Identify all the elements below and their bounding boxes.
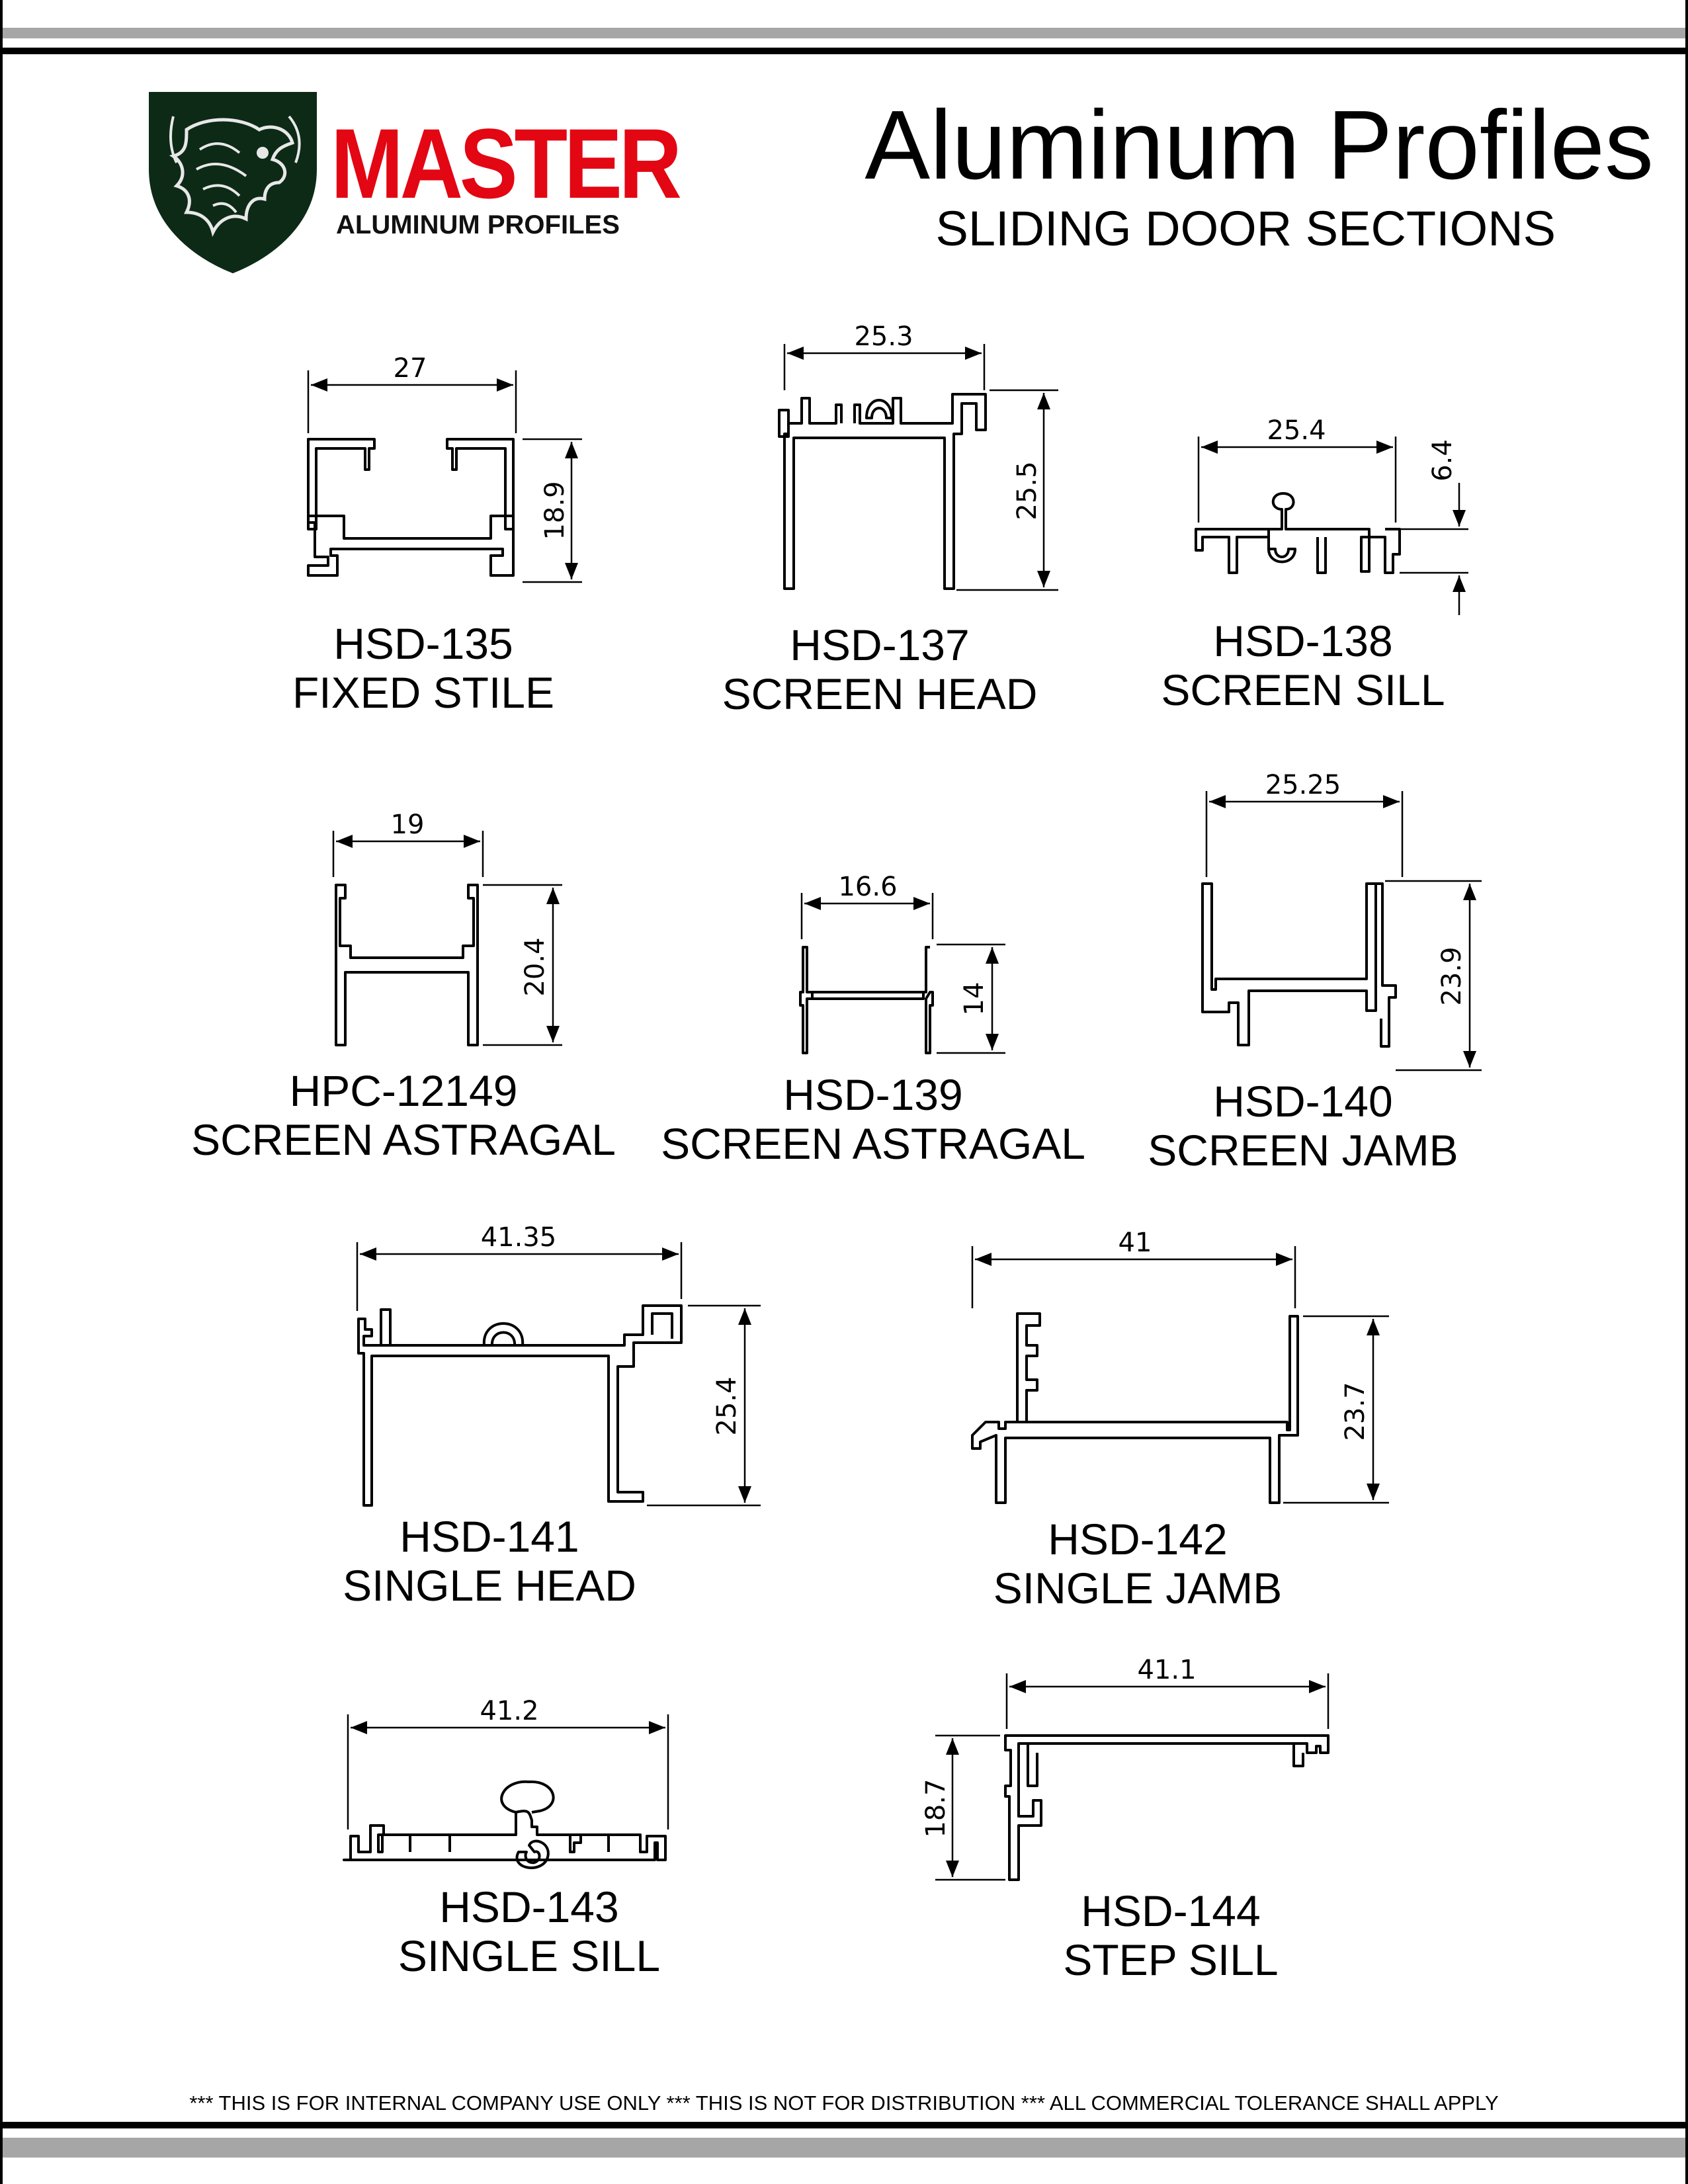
right-frame-line (1685, 0, 1688, 2184)
profile-hpc-12149-drawing (332, 831, 562, 1046)
profile-hsd-141-drawing (356, 1242, 761, 1507)
hsd-143-width-label: 41.2 (480, 1696, 538, 1726)
page-subtitle: SLIDING DOOR SECTIONS (935, 201, 1556, 256)
profile-name: SCREEN SILL (1161, 665, 1445, 714)
caption-hsd-142: HSD-142 SINGLE JAMB (952, 1515, 1323, 1613)
hsd-144-height-label: 18.7 (921, 1779, 951, 1837)
hpc-12149-height-label: 20.4 (520, 937, 550, 996)
profile-code: HSD-139 (783, 1070, 963, 1119)
profile-hsd-143-drawing (343, 1714, 669, 1869)
caption-hsd-141: HSD-141 SINGLE HEAD (304, 1512, 675, 1610)
profile-name: SINGLE HEAD (343, 1561, 636, 1610)
profile-hsd-142-drawing (971, 1246, 1389, 1504)
dragon-shield-logo (149, 92, 317, 274)
bottom-black-rule (0, 2122, 1688, 2128)
profile-name: SINGLE SILL (398, 1931, 661, 1980)
caption-hsd-135: HSD-135 FIXED STILE (265, 619, 582, 717)
hsd-142-height-label: 23.7 (1340, 1382, 1371, 1441)
caption-hsd-139: HSD-139 SCREEN ASTRAGAL (648, 1070, 1098, 1168)
hsd-138-width-label: 25.4 (1267, 415, 1326, 446)
profile-name: SCREEN ASTRAGAL (661, 1119, 1085, 1168)
left-frame-line (0, 0, 3, 2184)
profile-name: SINGLE JAMB (993, 1564, 1283, 1613)
hsd-138-height-label: 6.4 (1427, 439, 1458, 482)
profile-name: FIXED STILE (292, 668, 555, 717)
hsd-140-width-label: 25.25 (1265, 770, 1341, 800)
profile-name: STEP SILL (1063, 1935, 1279, 1984)
hsd-141-height-label: 25.4 (712, 1376, 742, 1435)
brand-tagline: ALUMINUM PROFILES (336, 210, 620, 239)
profile-code: HSD-140 (1213, 1077, 1393, 1126)
profile-hsd-135-drawing (307, 370, 582, 583)
caption-hsd-137: HSD-137 SCREEN HEAD (681, 620, 1078, 718)
profile-code: HSD-137 (790, 620, 970, 669)
top-black-rule (0, 48, 1688, 54)
hsd-142-width-label: 41 (1118, 1228, 1152, 1258)
footer-disclaimer: *** THIS IS FOR INTERNAL COMPANY USE ONL… (189, 2091, 1499, 2115)
top-gray-bar (0, 28, 1688, 38)
hsd-135-height-label: 18.9 (540, 481, 570, 540)
hsd-135-width-label: 27 (394, 353, 427, 384)
bottom-gray-bar (0, 2138, 1688, 2158)
profile-code: HSD-142 (1048, 1515, 1228, 1564)
profile-hsd-138-drawing (1195, 437, 1468, 615)
profile-code: HSD-138 (1213, 616, 1393, 665)
hsd-139-width-label: 16.6 (838, 872, 897, 902)
caption-hsd-138: HSD-138 SCREEN SILL (1118, 616, 1488, 714)
profile-name: SCREEN ASTRAGAL (191, 1115, 616, 1164)
profile-hsd-139-drawing (799, 893, 1005, 1054)
caption-hsd-140: HSD-140 SCREEN JAMB (1111, 1077, 1495, 1175)
hsd-144-width-label: 41.1 (1137, 1655, 1196, 1685)
hsd-137-height-label: 25.5 (1012, 461, 1042, 520)
profile-name: SCREEN JAMB (1148, 1126, 1458, 1175)
profile-hsd-144-drawing (935, 1673, 1329, 1881)
profile-hsd-137-drawing (778, 344, 1058, 591)
caption-hpc-12149: HPC-12149 SCREEN ASTRAGAL (179, 1066, 628, 1164)
profile-code: HPC-12149 (289, 1066, 518, 1115)
hsd-137-width-label: 25.3 (854, 321, 913, 352)
profile-code: HSD-144 (1081, 1886, 1261, 1935)
caption-hsd-143: HSD-143 SINGLE SILL (344, 1882, 714, 1980)
hsd-141-width-label: 41.35 (481, 1222, 557, 1253)
hpc-12149-width-label: 19 (391, 810, 425, 840)
caption-hsd-144: HSD-144 STEP SILL (986, 1886, 1356, 1984)
hsd-139-height-label: 14 (959, 982, 990, 1016)
profile-hsd-140-drawing (1201, 791, 1482, 1071)
profile-code: HSD-141 (400, 1512, 579, 1561)
profile-code: HSD-143 (439, 1882, 619, 1931)
profile-name: SCREEN HEAD (722, 669, 1038, 718)
profile-code: HSD-135 (333, 619, 513, 668)
page-title: Aluminum Profiles (865, 91, 1654, 200)
hsd-140-height-label: 23.9 (1437, 946, 1467, 1005)
